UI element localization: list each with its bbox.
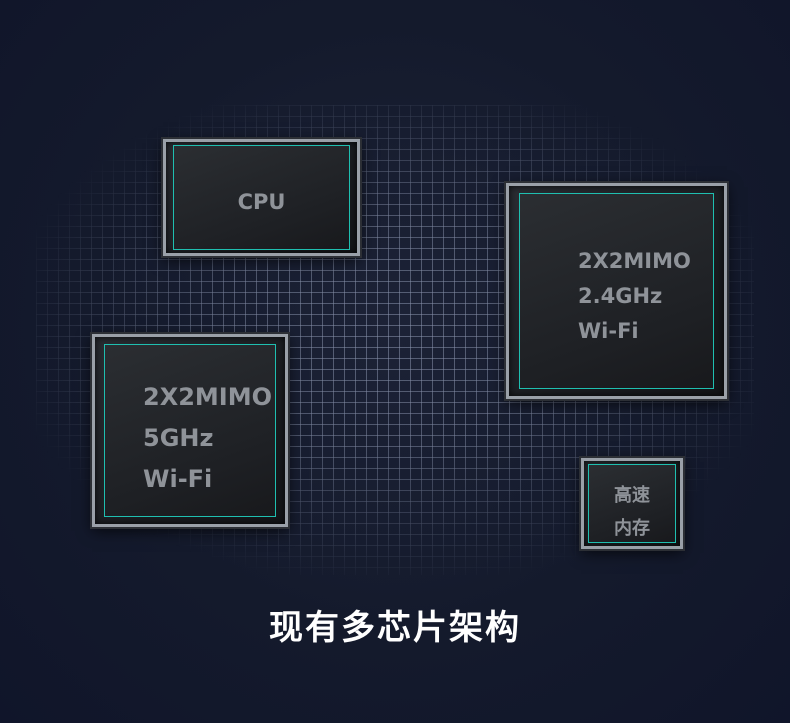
wifi-5ghz-chip-inner: 2X2MIMO 5GHz Wi-Fi [104, 344, 276, 517]
wifi-24ghz-chip-inner: 2X2MIMO 2.4GHz Wi-Fi [519, 193, 714, 389]
wifi-24ghz-chip: 2X2MIMO 2.4GHz Wi-Fi [506, 183, 727, 399]
cpu-chip-inner: CPU [173, 145, 350, 250]
memory-line-2: 内存 [614, 518, 650, 539]
cpu-chip-label: CPU [237, 190, 286, 214]
memory-chip: 高速 内存 [581, 458, 683, 549]
memory-chip-inner: 高速 内存 [588, 464, 676, 543]
wifi-24ghz-line-1: 2X2MIMO [578, 249, 691, 273]
wifi-24ghz-line-3: Wi-Fi [578, 319, 639, 343]
wifi-24ghz-line-2: 2.4GHz [578, 284, 663, 308]
wifi-5ghz-line-2: 5GHz [143, 424, 214, 452]
memory-line-1: 高速 [614, 485, 650, 506]
wifi-5ghz-line-1: 2X2MIMO [143, 383, 272, 411]
caption-title: 现有多芯片架构 [269, 608, 521, 648]
wifi-5ghz-chip: 2X2MIMO 5GHz Wi-Fi [92, 334, 288, 527]
cpu-chip: CPU [163, 139, 360, 256]
wifi-5ghz-line-3: Wi-Fi [143, 465, 213, 493]
